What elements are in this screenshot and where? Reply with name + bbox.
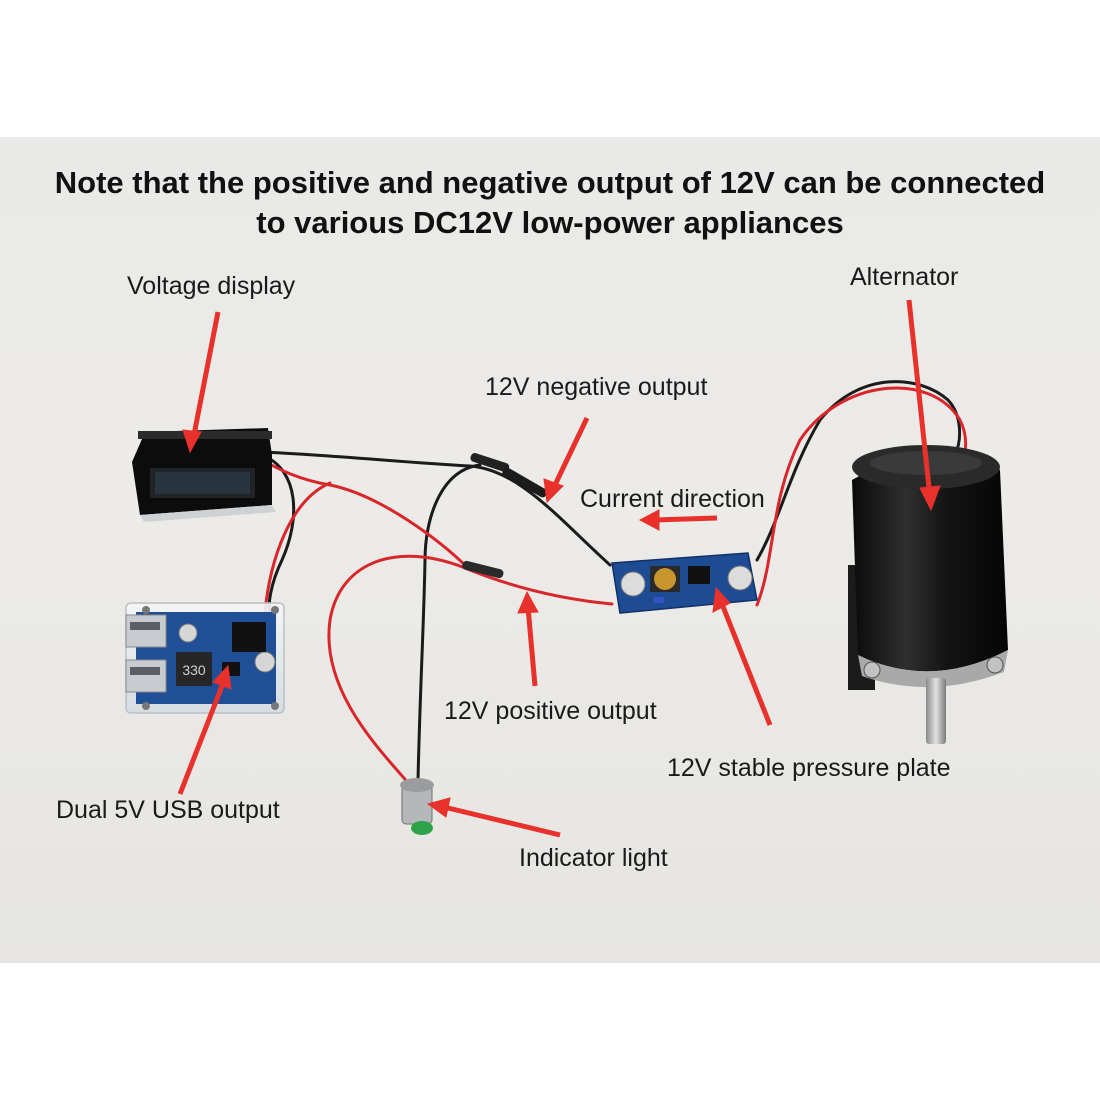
label-stable-pressure-plate: 12V stable pressure plate xyxy=(667,754,951,782)
usb-output-board: 330 xyxy=(125,602,285,714)
inductor-marking: 330 xyxy=(182,662,206,678)
label-alternator: Alternator xyxy=(850,263,959,291)
stable-pressure-plate xyxy=(611,552,758,614)
wire-joints xyxy=(462,453,548,579)
product-photo: 330 xyxy=(0,137,1100,963)
voltage-display xyxy=(132,428,276,522)
indicator-light xyxy=(400,778,434,835)
label-positive-output: 12V positive output xyxy=(444,697,657,725)
red-wires xyxy=(260,386,968,787)
label-current-direction: Current direction xyxy=(580,485,765,513)
title-line-1: Note that the positive and negative outp… xyxy=(54,165,1046,200)
title-line-2: to various DC12V low-power appliances xyxy=(256,205,844,240)
label-voltage-display: Voltage display xyxy=(127,272,296,300)
alternator-motor xyxy=(848,445,1008,744)
label-negative-output: 12V negative output xyxy=(485,373,708,401)
label-dual-usb-output: Dual 5V USB output xyxy=(56,796,280,824)
annotation-arrows xyxy=(177,299,941,838)
label-indicator-light: Indicator light xyxy=(519,844,668,872)
wiring-illustration: 330 xyxy=(125,299,1008,838)
